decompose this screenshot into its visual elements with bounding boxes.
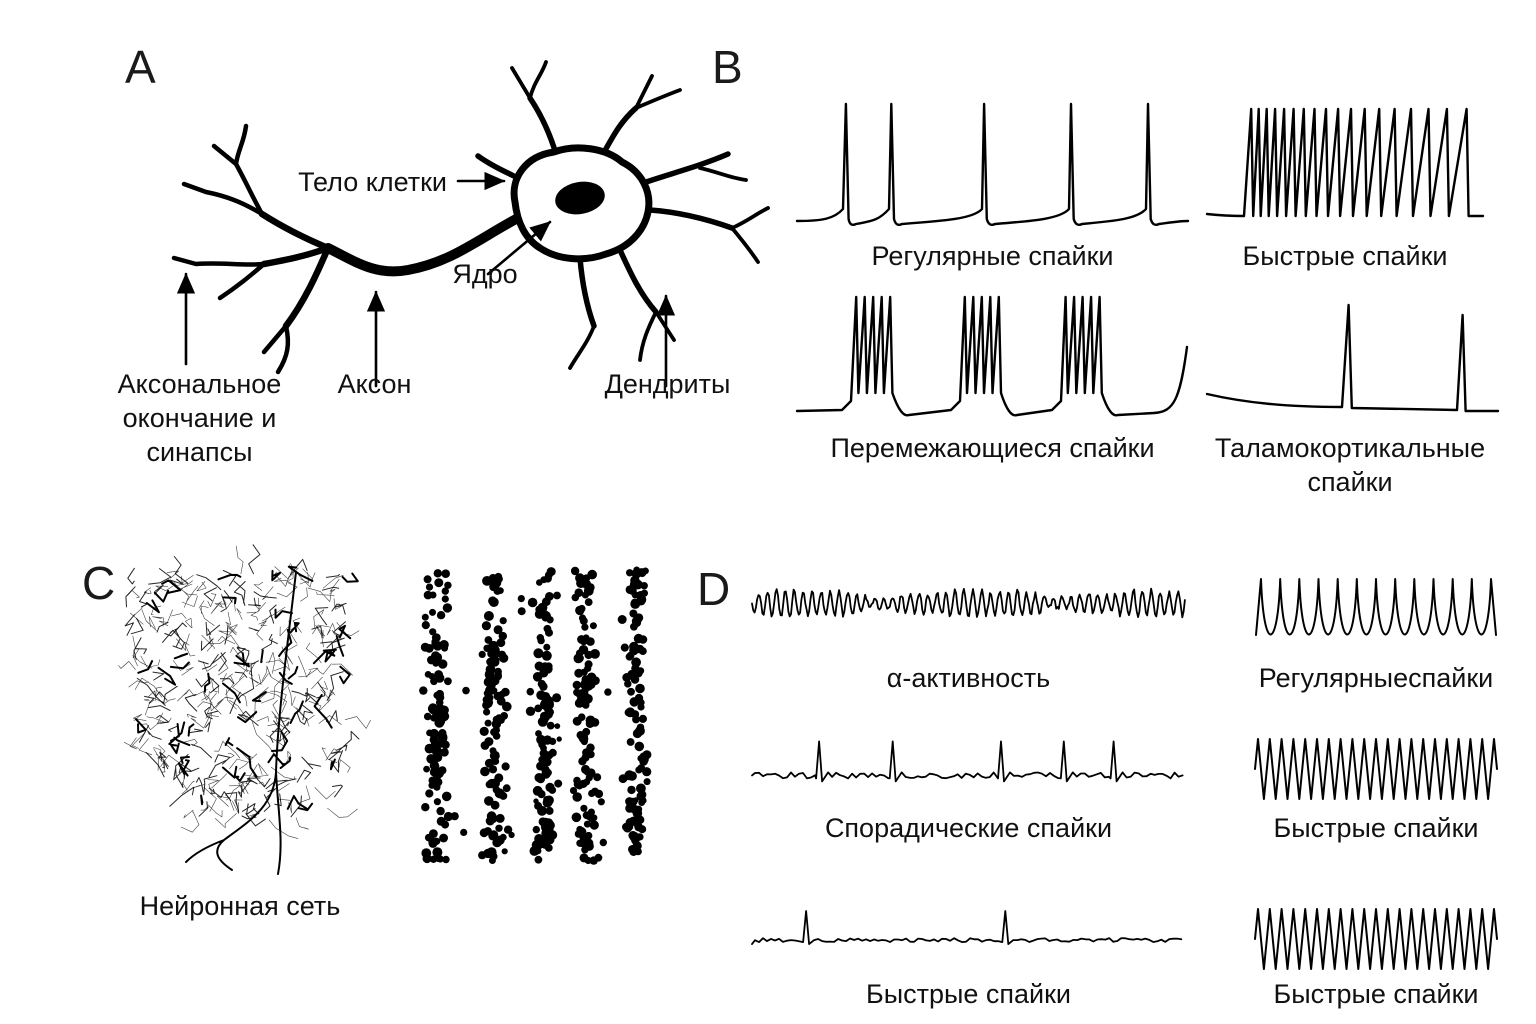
fast-spiking-waveform (1205, 107, 1485, 218)
nucleus (555, 181, 605, 215)
sporadic-spikes-waveform (751, 740, 1184, 783)
neural-network-sketch (118, 544, 371, 875)
rare-spikes-waveform (751, 910, 1183, 945)
axon-terminal-twigs (171, 123, 291, 375)
label-cell-body: Тело клетки (298, 167, 447, 197)
trace-label-rare-spikes: Быстрые спайки (865, 979, 1072, 1009)
panel-letter-a: A (125, 41, 156, 93)
trace-label-thalamocortical: Таламокортикальные спайки (1214, 433, 1486, 497)
label-axon: Аксон (337, 369, 412, 399)
neuron-diagram (171, 60, 770, 388)
alpha-activity-waveform (751, 587, 1186, 619)
axon-terminal-branches (258, 210, 332, 330)
label-axon-terminal: Аксональное окончание и синапсы (117, 369, 282, 467)
raster-plot (419, 566, 652, 865)
label-neural-network: Нейронная сеть (139, 891, 341, 921)
panel-letter-d: D (697, 563, 731, 615)
regular-spiking-waveform (795, 102, 1190, 227)
nucleus-arrow (486, 220, 552, 276)
label-dendrites: Дендриты (604, 369, 731, 399)
label-nucleus: Ядро (452, 259, 518, 289)
trace-label-bursting: Перемежающиеся спайки (830, 433, 1155, 463)
trace-label-fast-spiking: Быстрые спайки (1242, 241, 1448, 271)
trace-label-regular-spikes-small: Регулярныеспайки (1258, 663, 1494, 693)
annotation-arrows (176, 171, 676, 388)
thalamocortical-waveform (1205, 303, 1500, 413)
fast-spikes-small-waveform-2 (1254, 908, 1498, 970)
bursting-waveform (795, 295, 1189, 417)
trace-label-regular-spiking: Регулярные спайки (871, 241, 1114, 271)
trace-label-sporadic-spikes: Спорадические спайки (824, 813, 1113, 843)
regular-spikes-small-waveform (1255, 578, 1497, 636)
trace-label-fast-spikes-1: Быстрые спайки (1273, 813, 1479, 843)
panel-letter-c: C (82, 557, 116, 609)
fast-spikes-small-waveform-1 (1254, 738, 1498, 800)
dendrite-twigs (510, 60, 770, 370)
axon-path (323, 213, 523, 277)
panel-letter-b: B (712, 41, 743, 93)
trace-label-alpha-activity: α-активность (886, 663, 1051, 693)
trace-label-fast-spikes-2: Быстрые спайки (1273, 979, 1479, 1009)
